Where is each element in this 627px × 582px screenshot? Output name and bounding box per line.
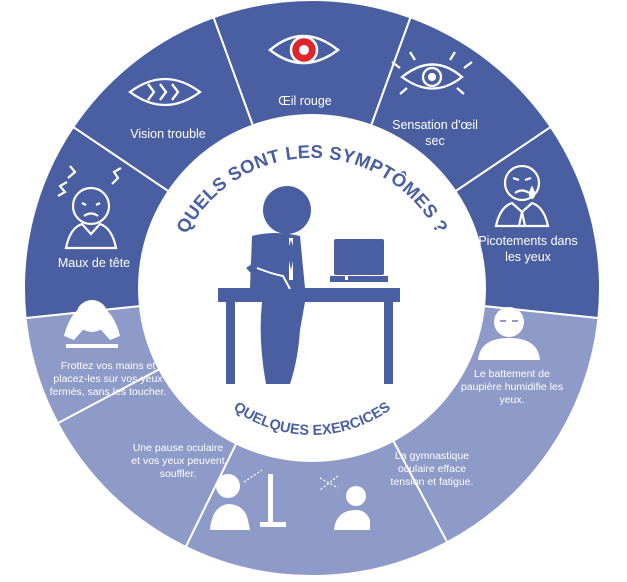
exercise-label-pause: Une pause oculaire et vos yeux peuvent s… (131, 442, 225, 481)
exercise-label-palming: Frottez vos mains et placez-les sur vos … (49, 360, 167, 399)
headache-face-icon (57, 165, 122, 250)
tie-icon (287, 240, 295, 270)
symptom-label-headache: Maux de tête (57, 256, 131, 270)
arm-outline (256, 267, 291, 290)
palming-person-icon (64, 300, 120, 348)
closed-eyes-person-icon (478, 307, 540, 360)
exercise-label-blinking: Le battement de paupière humidifie les y… (460, 368, 564, 407)
blurred-eye-icon (128, 77, 202, 107)
red-eye-icon (268, 34, 341, 65)
symptom-label-red-eye: Œil rouge (278, 94, 332, 108)
symptom-label-blurred-vision: Vision trouble (130, 127, 206, 141)
screen-break-person-icon (210, 469, 286, 530)
eye-exercise-person-icon (319, 475, 370, 530)
person-at-desk-laptop-icon (218, 186, 400, 384)
crying-face-icon (494, 164, 550, 228)
symptom-label-dry-eye: Sensation d'œil sec (392, 118, 478, 148)
symptom-label-tingling: Picotements dans les yeux (478, 234, 578, 264)
dry-eye-icon (391, 51, 473, 95)
exercise-label-gymnastics: La gymnastique oculaire efface tension e… (390, 450, 474, 489)
